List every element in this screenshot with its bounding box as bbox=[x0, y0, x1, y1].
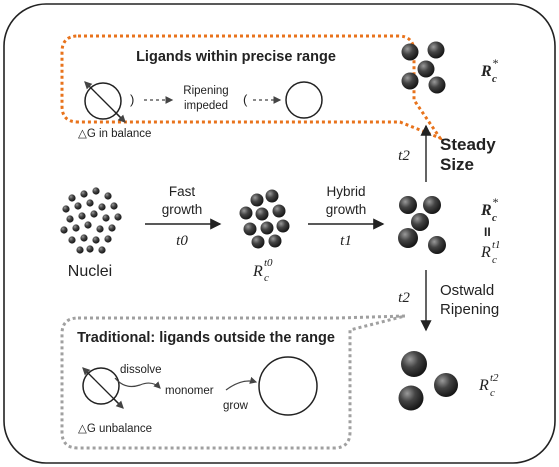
particle-outline-grown bbox=[258, 356, 318, 416]
radius-arrow-head-c bbox=[82, 367, 96, 381]
bracket-right: ) bbox=[130, 92, 134, 107]
rc-t0-sup: t0 bbox=[264, 257, 273, 269]
rc-mid-sup: * bbox=[492, 195, 498, 209]
rc-t0-sub: c bbox=[264, 272, 269, 284]
particle-outline-dissolve bbox=[82, 367, 120, 405]
rc-t2-sup: t2 bbox=[490, 372, 499, 384]
rc-star-sub: c bbox=[492, 73, 497, 85]
rc-mid-main: R bbox=[480, 202, 492, 219]
steady-cluster bbox=[401, 41, 446, 94]
rc-t2-sub: c bbox=[490, 387, 495, 399]
bottom-callout-border bbox=[60, 314, 406, 450]
ostwald-label: Ostwald bbox=[440, 282, 494, 299]
ripened-cluster bbox=[398, 351, 458, 411]
outer-frame bbox=[3, 3, 556, 464]
dissolve-label: dissolve bbox=[120, 364, 162, 376]
nuclei-label: Nuclei bbox=[68, 263, 112, 280]
rc-star-sup: * bbox=[492, 56, 498, 70]
bottom-callout-title: Traditional: ligands outside the range bbox=[77, 330, 335, 346]
delta-g-unbalance: △G unbalance bbox=[78, 423, 152, 435]
bottom-callout: Traditional: ligands outside the range d… bbox=[60, 314, 406, 450]
monomer-label: monomer bbox=[165, 385, 214, 397]
steady-label: Steady bbox=[440, 135, 496, 154]
bracket-left: ( bbox=[243, 92, 248, 107]
growth-label-1: growth bbox=[162, 202, 203, 217]
grow-arrow bbox=[225, 376, 258, 391]
top-callout-border bbox=[60, 34, 445, 142]
grow-label: grow bbox=[223, 400, 249, 412]
rc-t2-main: R bbox=[478, 377, 489, 394]
rc-star-main: R bbox=[480, 63, 492, 80]
radius-arrow-head-b bbox=[114, 111, 126, 123]
top-callout-title: Ligands within precise range bbox=[136, 49, 336, 65]
ripening-label: Ripening bbox=[183, 85, 228, 97]
rc-t0-main: R bbox=[252, 263, 263, 280]
particle-outline-left bbox=[84, 82, 122, 120]
t0-label: t0 bbox=[176, 233, 188, 249]
equals-sign: II bbox=[484, 225, 491, 239]
fast-label: Fast bbox=[169, 184, 196, 199]
radius-arrow-head-d bbox=[112, 397, 124, 409]
radius-arrow-head-a bbox=[84, 81, 98, 95]
t2-top: t2 bbox=[398, 148, 410, 164]
particle-outline-right bbox=[285, 81, 323, 119]
hybrid-label: Hybrid bbox=[326, 184, 365, 199]
rc-mid-sub: c bbox=[492, 212, 497, 224]
rc-t1-sup: t1 bbox=[492, 239, 501, 251]
growth-label-2: growth bbox=[326, 202, 367, 217]
top-callout: Ligands within precise range ) Ripening … bbox=[60, 34, 445, 142]
nuclei-cluster bbox=[60, 187, 122, 254]
rc-t1-main: R bbox=[480, 244, 491, 261]
medium-cluster bbox=[239, 189, 290, 249]
t1-label: t1 bbox=[340, 233, 352, 249]
impeded-label: impeded bbox=[184, 100, 228, 112]
ripening-label-right: Ripening bbox=[440, 301, 499, 318]
delta-g-balance: △G in balance bbox=[78, 128, 151, 140]
dissolve-arrow bbox=[114, 377, 161, 389]
hybrid-cluster bbox=[398, 196, 446, 254]
size-label: Size bbox=[440, 155, 474, 174]
rc-t1-sub: c bbox=[492, 254, 497, 266]
t2-bottom: t2 bbox=[398, 290, 410, 306]
